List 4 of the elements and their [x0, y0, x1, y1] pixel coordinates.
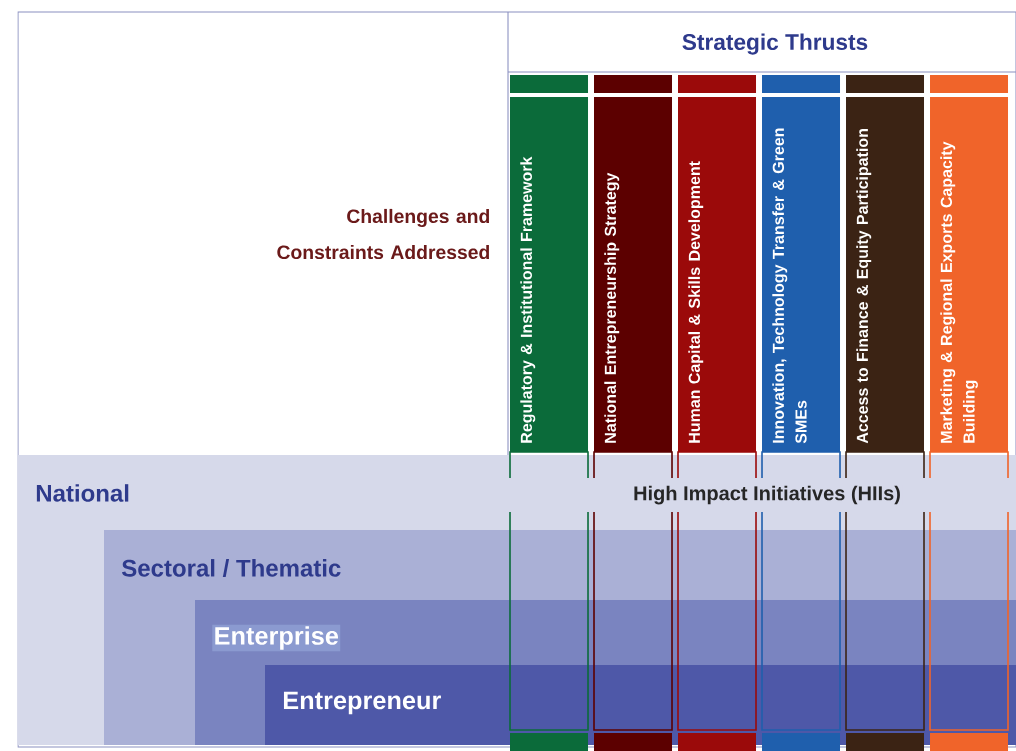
- thrust-column: Regulatory & Institutional Framework: [509, 75, 589, 751]
- thrust-column: Marketing & Regional Exports Capacity Building: [929, 75, 1009, 751]
- header-title: Strategic Thrusts: [682, 33, 868, 55]
- row-heading: Challenges and Constraints Addressed: [277, 208, 489, 260]
